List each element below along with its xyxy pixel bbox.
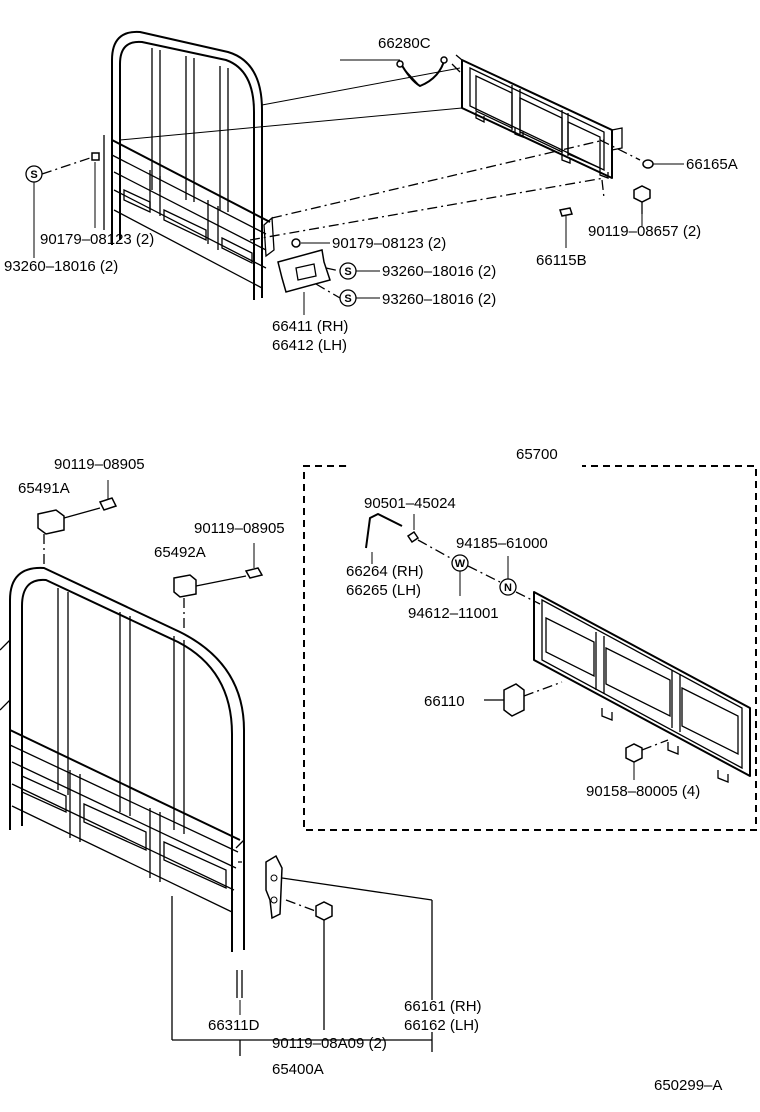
label-66165a: 66165A — [686, 156, 738, 173]
label-66161: 66161 (RH) — [404, 998, 482, 1015]
cable-66280c — [396, 56, 448, 87]
bracket-65400a — [172, 1032, 433, 1056]
label-90119-08905-b: 90119–08905 — [194, 520, 285, 537]
svg-text:S: S — [344, 266, 351, 278]
latch-66161 — [265, 854, 433, 1000]
label-90158: 90158–80005 (4) — [586, 783, 700, 800]
pin-66311d — [236, 970, 243, 1015]
label-93260-left: 93260–18016 (2) — [4, 258, 118, 275]
svg-text:S: S — [30, 169, 37, 181]
upper-front-panel — [103, 30, 275, 300]
label-90119-08905-a: 90119–08905 — [54, 456, 145, 473]
label-93260-mid1: 93260–18016 (2) — [382, 263, 496, 280]
label-65400a: 65400A — [272, 1061, 324, 1078]
label-90179-left: 90179–08123 (2) — [40, 231, 154, 248]
lower-rear-gate — [533, 591, 751, 783]
label-66110: 66110 — [424, 693, 465, 710]
label-90119-08657: 90119–08657 (2) — [588, 223, 701, 240]
svg-text:W: W — [455, 558, 466, 570]
label-65492a: 65492A — [154, 544, 206, 561]
bracket-65492a — [173, 543, 264, 630]
fasteners-upper-middle: S S — [277, 238, 380, 315]
upper-rear-gate — [451, 54, 623, 179]
label-66162: 66162 (LH) — [404, 1017, 479, 1034]
label-90119-08a09: 90119–08A09 (2) — [272, 1035, 387, 1052]
bracket-65491a — [37, 480, 118, 568]
label-94185: 94185–61000 — [456, 535, 548, 552]
label-90501: 90501–45024 — [364, 495, 456, 512]
label-65700: 65700 — [516, 446, 558, 463]
label-66115b: 66115B — [536, 252, 587, 269]
bracket-66110 — [484, 681, 563, 717]
label-66280c: 66280C — [378, 35, 431, 52]
bolt-90119-08657 — [633, 185, 651, 226]
group-box-65700 — [303, 465, 757, 831]
label-94612: 94612–11001 — [408, 605, 499, 622]
fasteners-upper-left: S — [25, 152, 100, 258]
label-65491a: 65491A — [18, 480, 70, 497]
upper-connecting-lines — [119, 59, 641, 241]
label-66265: 66265 (LH) — [346, 582, 421, 599]
label-90179-mid: 90179–08123 (2) — [332, 235, 446, 252]
label-66311d: 66311D — [208, 1017, 260, 1034]
diagram-code: 650299–A — [654, 1077, 722, 1094]
part-66165a — [642, 159, 684, 169]
clip-66115b — [559, 207, 573, 248]
label-66412: 66412 (LH) — [272, 337, 347, 354]
bolt-90158 — [625, 739, 669, 780]
hook-66264: W N — [365, 513, 541, 605]
label-93260-mid2: 93260–18016 (2) — [382, 291, 496, 308]
svg-text:S: S — [344, 293, 351, 305]
lower-front-panel — [0, 566, 245, 1040]
label-66411: 66411 (RH) — [272, 318, 348, 335]
label-66264: 66264 (RH) — [346, 563, 424, 580]
bolt-90119-08a09 — [285, 899, 333, 1030]
svg-text:N: N — [504, 582, 512, 594]
